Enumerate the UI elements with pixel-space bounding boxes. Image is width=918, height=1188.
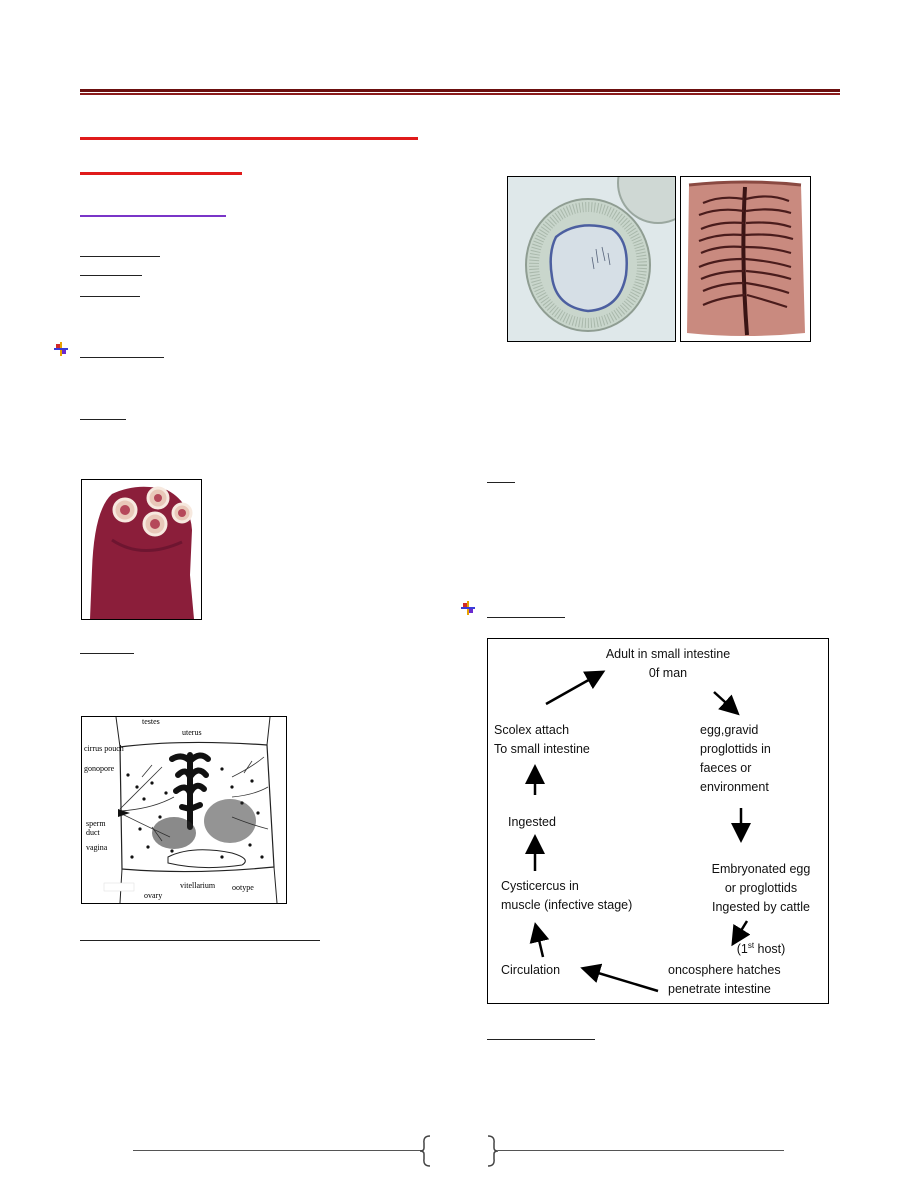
footer-line-left	[133, 1150, 423, 1151]
stage-adult: Adult in small intestine 0f man	[605, 647, 731, 680]
label-sperm-duct: sperm duct	[86, 819, 106, 837]
section-underline-1	[80, 357, 164, 358]
label-vagina: vagina	[86, 843, 108, 852]
stage-circulation: Circulation	[501, 963, 561, 977]
stage-embryonated-text: Embryonated egg or proglottids Ingested …	[711, 862, 811, 914]
section-underline-2	[80, 419, 126, 420]
label-vitellarium: vitellarium	[180, 881, 216, 890]
scolex-photo	[81, 479, 202, 620]
stage-embryonated: Embryonated egg or proglottids Ingested …	[700, 841, 822, 959]
stage-scolex: Scolex attach To small intestine	[494, 723, 590, 756]
header-rule	[80, 89, 840, 95]
label-gonopore: gonopore	[84, 764, 115, 773]
section-underline-3	[80, 653, 134, 654]
heading-underline-red-1	[80, 137, 418, 140]
bullet-icon-2	[461, 601, 475, 615]
section-underline-6	[487, 617, 565, 618]
label-ootype: ootype	[232, 883, 254, 892]
label-testes: testes	[142, 717, 160, 726]
host-sup: st	[747, 941, 755, 950]
egg-photo	[507, 176, 676, 342]
host-post: host)	[754, 942, 786, 957]
section-underline-4	[80, 940, 320, 941]
stage-cysticercus: Cysticercus in muscle (infective stage)	[501, 879, 633, 912]
text-underline-1	[80, 256, 160, 257]
gravid-proglottid-photo	[680, 176, 811, 342]
stage-egg: egg,gravid proglottids in faeces or envi…	[700, 723, 771, 794]
section-underline-5	[487, 482, 515, 483]
page-number-bracket	[419, 1135, 499, 1167]
text-underline-3	[80, 296, 140, 297]
section-underline-7	[487, 1039, 595, 1040]
stage-oncosphere: oncosphere hatches penetrate intestine	[668, 963, 781, 996]
proglottid-diagram: testes uterus cirrus pouch gonopore sper…	[81, 716, 287, 904]
host-pre: (1	[736, 942, 748, 957]
life-cycle-diagram: Adult in small intestine 0f man egg,grav…	[487, 638, 829, 1004]
footer-line-right	[498, 1150, 784, 1151]
label-cirrus-pouch: cirrus pouch	[84, 744, 124, 753]
heading-underline-purple	[80, 215, 226, 217]
stage-ingested: Ingested	[508, 815, 556, 829]
label-uterus: uterus	[182, 728, 202, 737]
text-underline-2	[80, 275, 142, 276]
heading-underline-red-2	[80, 172, 242, 175]
bullet-icon	[54, 342, 68, 356]
label-ovary: ovary	[144, 891, 163, 900]
